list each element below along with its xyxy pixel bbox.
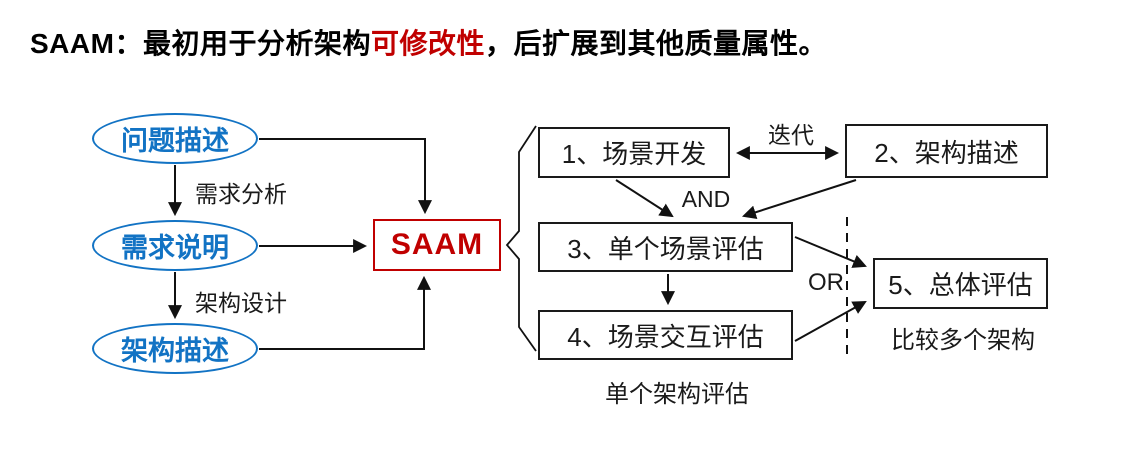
box-single-scenario-evaluation-label: 3、单个场景评估: [567, 233, 764, 264]
box-scenario-development: 1、场景开发: [538, 127, 730, 178]
brace-shape: [505, 125, 537, 352]
label-iterate: 迭代: [768, 122, 814, 148]
title-suffix: ，后扩展到其他质量属性。: [484, 28, 827, 59]
label-and: AND: [681, 186, 731, 212]
ellipse-requirement-specification-label: 需求说明: [121, 233, 229, 263]
arrow-box1-to-box3: [615, 179, 674, 218]
page-title: SAAM：最初用于分析架构可修改性，后扩展到其他质量属性。: [30, 22, 827, 62]
saam-box-label: SAAM: [390, 228, 484, 261]
edge-label-requirement-analysis: 需求分析: [195, 181, 287, 207]
label-or: OR: [808, 269, 844, 296]
ellipse-requirement-specification: 需求说明: [92, 220, 258, 271]
box-single-scenario-evaluation: 3、单个场景评估: [538, 222, 793, 272]
box-overall-evaluation-label: 5、总体评估: [888, 270, 1033, 300]
edge-label-architecture-design: 架构设计: [195, 290, 287, 316]
ellipse-architecture-description: 架构描述: [92, 323, 258, 374]
saam-box: SAAM: [373, 219, 501, 271]
arrow-box4-to-box5: [794, 300, 867, 342]
box-scenario-interaction-evaluation: 4、场景交互评估: [538, 310, 793, 360]
ellipse-architecture-description-label: 架构描述: [121, 336, 229, 366]
box-scenario-development-label: 1、场景开发: [561, 139, 707, 169]
arrow-box2-to-box3: [742, 179, 857, 220]
box-overall-evaluation: 5、总体评估: [873, 258, 1048, 309]
arrow-problem-to-saam: [259, 138, 432, 215]
box-architecture-description-label: 2、架构描述: [874, 137, 1019, 168]
ellipse-problem-description: 问题描述: [92, 113, 258, 164]
title-highlight: 可修改性: [370, 28, 485, 59]
label-compare-multiple-architectures: 比较多个架构: [891, 327, 1035, 354]
arrow-box3-to-box5: [794, 236, 867, 268]
box-architecture-description: 2、架构描述: [845, 124, 1048, 178]
box-scenario-interaction-evaluation-label: 4、场景交互评估: [567, 321, 764, 352]
ellipse-problem-description-label: 问题描述: [121, 126, 229, 156]
arrow-arch-to-saam: [259, 275, 431, 350]
label-single-architecture-evaluation: 单个架构评估: [605, 381, 749, 408]
title-prefix: SAAM：最初用于分析架构: [30, 28, 371, 59]
